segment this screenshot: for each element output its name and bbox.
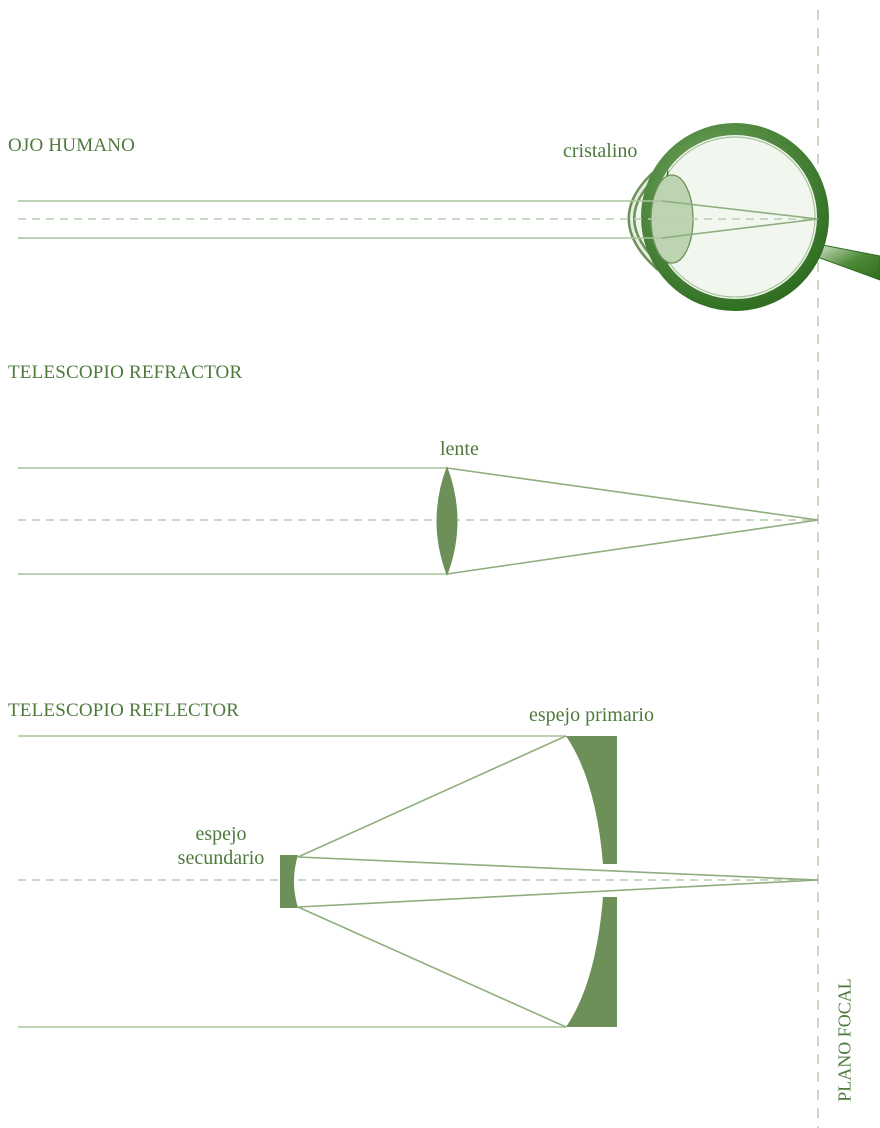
eyeball: [647, 129, 823, 305]
lens-label: lente: [440, 438, 479, 460]
reflector-section: [18, 735, 819, 1028]
eye-converge-bottom: [661, 218, 819, 239]
eye-converge-top: [661, 200, 819, 220]
crystalline-label: cristalino: [563, 140, 638, 162]
secondary-to-focus-top: [297, 856, 819, 881]
refractor-converge-top: [446, 467, 819, 521]
crystalline-lens: [650, 174, 694, 264]
secondary-mirror-label: espejo secundario: [160, 822, 282, 870]
primary-mirror-bottom: [566, 897, 617, 1027]
refractor-section: [18, 466, 819, 576]
primary-mirror-top: [566, 736, 617, 864]
focal-plane-label: PLANO FOCAL: [834, 978, 855, 1102]
refractor-lens: [436, 466, 458, 576]
secondary-mirror: [280, 855, 298, 908]
primary-mirror-label: espejo primario: [529, 704, 654, 726]
refractor-converge-bottom: [446, 519, 819, 575]
secondary-label-line2: secundario: [177, 847, 265, 869]
magnifier-ring: [641, 123, 829, 311]
reflector-to-secondary-bottom: [297, 906, 567, 1028]
secondary-label-line1: espejo: [195, 823, 247, 845]
eye-heading: OJO HUMANO: [8, 135, 136, 156]
reflector-heading: TELESCOPIO REFLECTOR: [8, 700, 240, 721]
eye-section: [18, 123, 880, 311]
secondary-to-focus-bottom: [297, 879, 819, 908]
refractor-heading: TELESCOPIO REFRACTOR: [8, 362, 243, 383]
reflector-to-secondary-top: [297, 735, 567, 858]
